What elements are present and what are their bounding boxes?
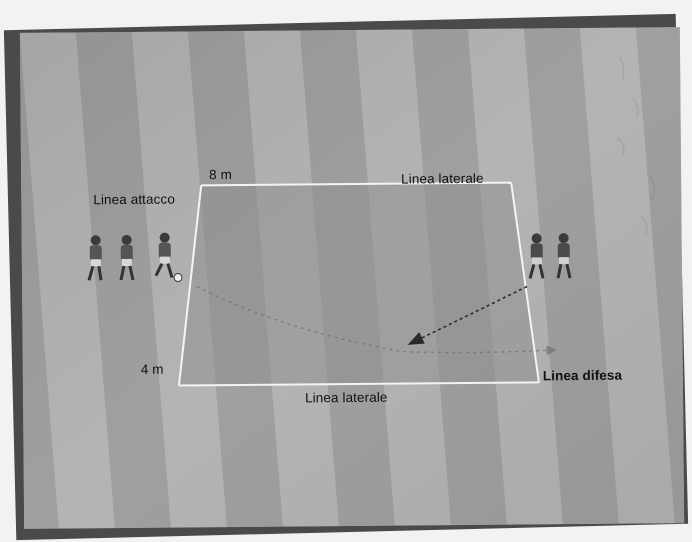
attack-line-label: Linea attacco xyxy=(93,192,175,208)
field-photo: 8 m Linea laterale Linea attacco 4 m Lin… xyxy=(20,27,684,529)
sideline-bottom-label: Linea laterale xyxy=(305,390,388,406)
width-label: 8 m xyxy=(209,167,232,182)
defense-line-label: Linea difesa xyxy=(543,368,622,384)
playing-zone xyxy=(177,182,539,385)
sideline-top-label: Linea laterale xyxy=(401,171,484,187)
field-diagram xyxy=(20,27,684,529)
depth-label: 4 m xyxy=(141,362,164,377)
ball xyxy=(174,273,182,281)
